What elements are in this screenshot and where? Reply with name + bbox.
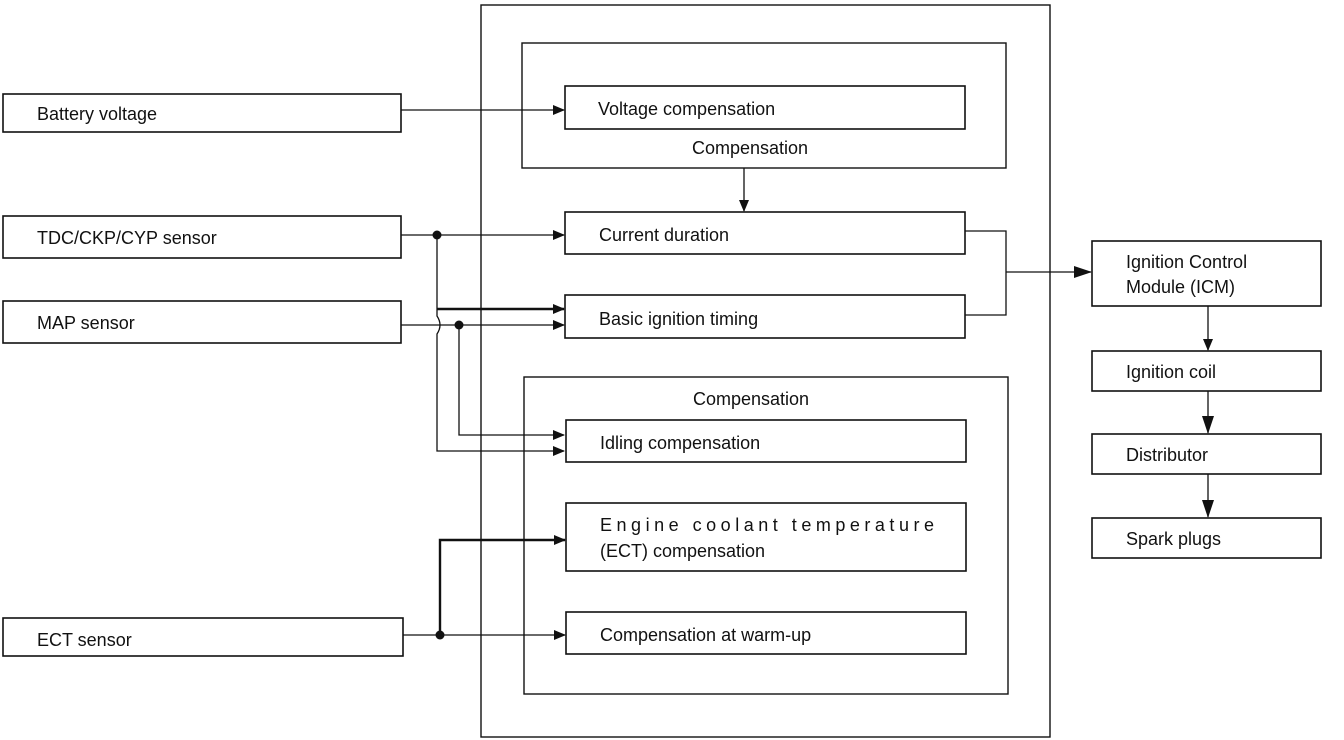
warmup-compensation-label: Compensation at warm-up [600,625,811,645]
warmup-compensation-box: Compensation at warm-up [565,611,967,655]
ignition-coil-label: Ignition coil [1126,362,1216,382]
icm-label-line2: Module (ICM) [1126,277,1235,297]
ect-compensation-label-line2: (ECT) compensation [600,541,765,561]
bottom-compensation-frame [523,376,1009,695]
bottom-compensation-label: Compensation [693,389,809,409]
current-duration-label: Current duration [599,225,729,245]
map-to-idling-wire [458,325,565,440]
distributor-label: Distributor [1126,445,1208,465]
ignition-coil-box: Ignition coil [1091,350,1322,392]
current-duration-box: Current duration [564,211,966,255]
map-sensor-box: MAP sensor [2,300,402,344]
idling-compensation-box: Idling compensation [565,419,967,463]
icm-label-line1: Ignition Control [1126,252,1247,272]
map-sensor-label: MAP sensor [37,313,135,333]
ect-sensor-label: ECT sensor [37,630,132,650]
tdc-sensor-box: TDC/CKP/CYP sensor [2,215,402,259]
timing-merge-wire [965,230,1007,316]
ect-sensor-box: ECT sensor [2,617,404,657]
top-compensation-label: Compensation [692,138,808,158]
ecu-frame [480,4,1051,738]
voltage-compensation-label: Voltage compensation [598,99,775,119]
tdc-branch-wire [436,235,565,456]
ect-to-ect-comp-wire [438,535,566,635]
distributor-box: Distributor [1091,433,1322,475]
icm-box: Ignition Control Module (ICM) [1091,240,1322,307]
spark-plugs-label: Spark plugs [1126,529,1221,549]
basic-ignition-timing-box: Basic ignition timing [564,294,966,339]
ect-compensation-box: Engine coolant temperature (ECT) compens… [565,502,967,572]
ect-compensation-label-line1: Engine coolant temperature [600,515,934,535]
battery-voltage-label: Battery voltage [37,104,157,124]
basic-ignition-timing-label: Basic ignition timing [599,309,758,329]
battery-voltage-box: Battery voltage [2,93,402,133]
spark-plugs-box: Spark plugs [1091,517,1322,559]
tdc-sensor-label: TDC/CKP/CYP sensor [37,228,217,248]
voltage-compensation-box: Voltage compensation [564,85,966,130]
idling-compensation-label: Idling compensation [600,433,760,453]
top-compensation-frame [521,42,1007,169]
